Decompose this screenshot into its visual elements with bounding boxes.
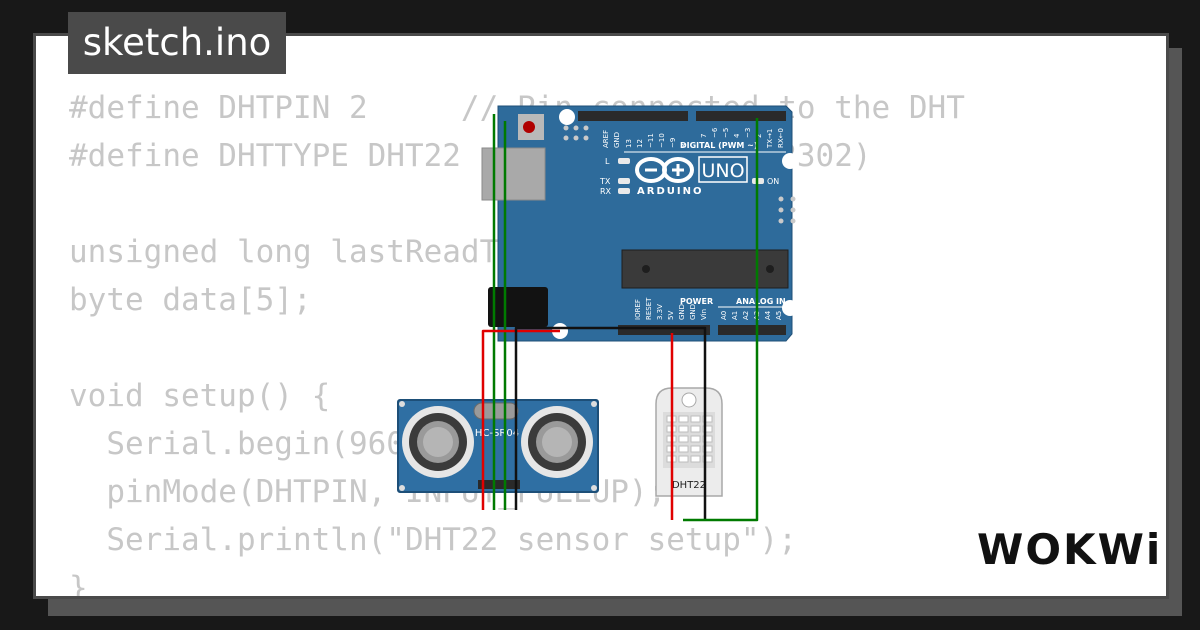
pin-label-rx: RX←0 [777, 128, 785, 148]
pin-label-gnd: GND [613, 132, 621, 148]
pin-label-a2: A2 [742, 311, 750, 320]
header-digital-b [696, 111, 786, 121]
file-tab[interactable]: sketch.ino [68, 12, 286, 74]
pin-label-vin: Vin [700, 309, 708, 320]
microcontroller-chip [621, 249, 789, 289]
analog-label: ANALOG IN [736, 297, 786, 306]
pin-label-ioref: IOREF [634, 299, 642, 320]
arduino-uno-board[interactable]: AREF GND 13 12 ~11 ~10 ~9 8 7 ~6 ~5 4 ~3… [481, 105, 798, 342]
pin-label-reset: RESET [645, 297, 653, 320]
ultrasonic-sensor[interactable]: HC-SR04 [397, 399, 599, 493]
pin-label-tx: TX→1 [766, 129, 774, 149]
dht22-label: DHT22 [672, 480, 706, 491]
pin-label-a4: A4 [764, 310, 772, 320]
dht22-sensor[interactable]: DHT22 [655, 387, 723, 497]
pin-label-12: 12 [636, 139, 644, 148]
code-line: Serial.println("DHT22 sensor setup"); [69, 522, 797, 558]
pin-label-3v3: 3.3V [656, 304, 664, 320]
pin-label-a5: A5 [775, 311, 783, 320]
pin-label-a1: A1 [731, 311, 739, 320]
digital-label: DIGITAL (PWM ~) [680, 141, 758, 150]
wire-black-gnd[interactable] [514, 326, 707, 520]
pin-label-gnd-2: GND [689, 304, 697, 320]
pin-label-5v: 5V [667, 311, 675, 320]
pin-label-aref: AREF [602, 130, 610, 148]
code-line: } [69, 570, 88, 599]
pin-label-10: ~10 [658, 133, 666, 148]
header-analog [718, 325, 786, 335]
transducer-left [402, 406, 474, 478]
pin-label-9: ~9 [669, 138, 677, 148]
led-label-l: L [605, 157, 610, 166]
power-label: POWER [680, 297, 713, 306]
pin-label-2: 2 [755, 134, 763, 138]
arduino-infinity-icon [635, 157, 694, 183]
wire-red-vcc[interactable] [481, 329, 560, 510]
brand-label: ARDUINO [637, 186, 703, 197]
pin-label-gnd-1: GND [678, 304, 686, 320]
code-line: unsigned long lastReadTime = 0; [69, 234, 648, 270]
model-label: UNO [701, 160, 744, 182]
code-line: byte data[5]; [69, 282, 312, 318]
pin-label-11: ~11 [647, 133, 655, 148]
wires [481, 114, 759, 522]
pin-label-8: 8 [680, 144, 688, 148]
pin-label-6: ~6 [711, 127, 719, 138]
pin-label-4: 4 [733, 133, 741, 138]
pin-label-5: ~5 [722, 128, 730, 138]
pin-label-13: 13 [625, 139, 633, 148]
wokwi-logo: WOKWi [977, 525, 1163, 574]
header-digital-a [578, 111, 688, 121]
led-label-tx: TX [599, 177, 611, 186]
led-label-rx: RX [600, 187, 612, 196]
wire-green-dht-data[interactable] [683, 118, 759, 522]
ultrasonic-label: HC-SR04 [475, 428, 519, 439]
pin-label-7: 7 [700, 134, 708, 138]
transducer-right [521, 406, 593, 478]
header-power [618, 325, 710, 335]
pin-label-3: ~3 [744, 128, 752, 138]
on-label: ON [767, 177, 779, 186]
code-line: void setup() { [69, 378, 331, 414]
pin-label-a0: A0 [720, 311, 728, 320]
